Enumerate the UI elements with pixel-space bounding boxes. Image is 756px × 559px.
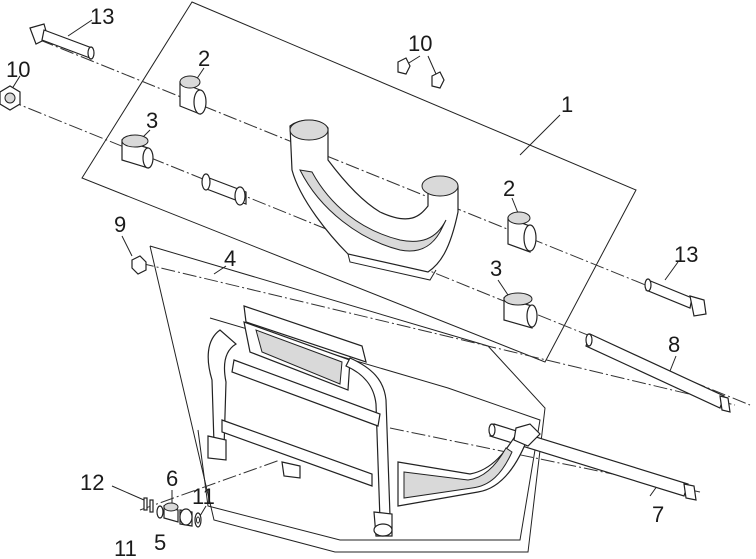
bolt-13-right xyxy=(644,278,707,317)
bushing-6 xyxy=(163,502,179,523)
leader-lines xyxy=(9,19,679,517)
callout-2-upper: 2 xyxy=(198,46,210,71)
callout-11-left: 11 xyxy=(114,536,137,559)
bushing-2-right xyxy=(507,211,537,253)
callout-4: 4 xyxy=(224,246,236,271)
washer-11-right xyxy=(194,512,202,528)
spacer-3-right xyxy=(503,292,538,329)
nut-10-top-a xyxy=(397,57,411,75)
callout-13-upper: 13 xyxy=(90,4,114,29)
nut-10-top-b xyxy=(431,71,445,89)
callout-12: 12 xyxy=(80,470,104,495)
callout-3-right: 3 xyxy=(490,256,502,281)
callout-3-upper: 3 xyxy=(146,108,158,133)
callout-10-top: 10 xyxy=(408,31,432,56)
shaft-8 xyxy=(585,333,731,413)
callout-labels: 13 10 2 3 10 1 2 13 9 4 3 8 12 6 11 11 5… xyxy=(6,4,698,559)
callout-2-right: 2 xyxy=(503,176,515,201)
bushing-5 xyxy=(179,508,193,527)
callout-6: 6 xyxy=(166,466,178,491)
callout-10-left: 10 xyxy=(6,57,30,82)
callout-7: 7 xyxy=(652,502,664,527)
callout-13-right: 13 xyxy=(674,242,698,267)
nut-10-left xyxy=(0,85,21,111)
bolt-13-upper xyxy=(29,23,95,60)
callout-1: 1 xyxy=(561,92,573,117)
pin-12 xyxy=(143,497,154,513)
stand-frame-4 xyxy=(207,305,541,537)
callout-8: 8 xyxy=(668,332,680,357)
upper-group-outline xyxy=(81,1,637,363)
spacer-3-upper xyxy=(121,134,154,169)
upper-arm-1 xyxy=(289,119,459,281)
washer-11-left xyxy=(156,505,164,519)
callout-5: 5 xyxy=(154,530,166,555)
shaft-7 xyxy=(488,423,697,501)
nut-9 xyxy=(131,255,147,275)
callout-9: 9 xyxy=(114,212,126,237)
callout-11-right: 11 xyxy=(192,484,215,509)
sleeve-middle xyxy=(201,173,247,206)
bushing-2-upper xyxy=(179,75,207,115)
